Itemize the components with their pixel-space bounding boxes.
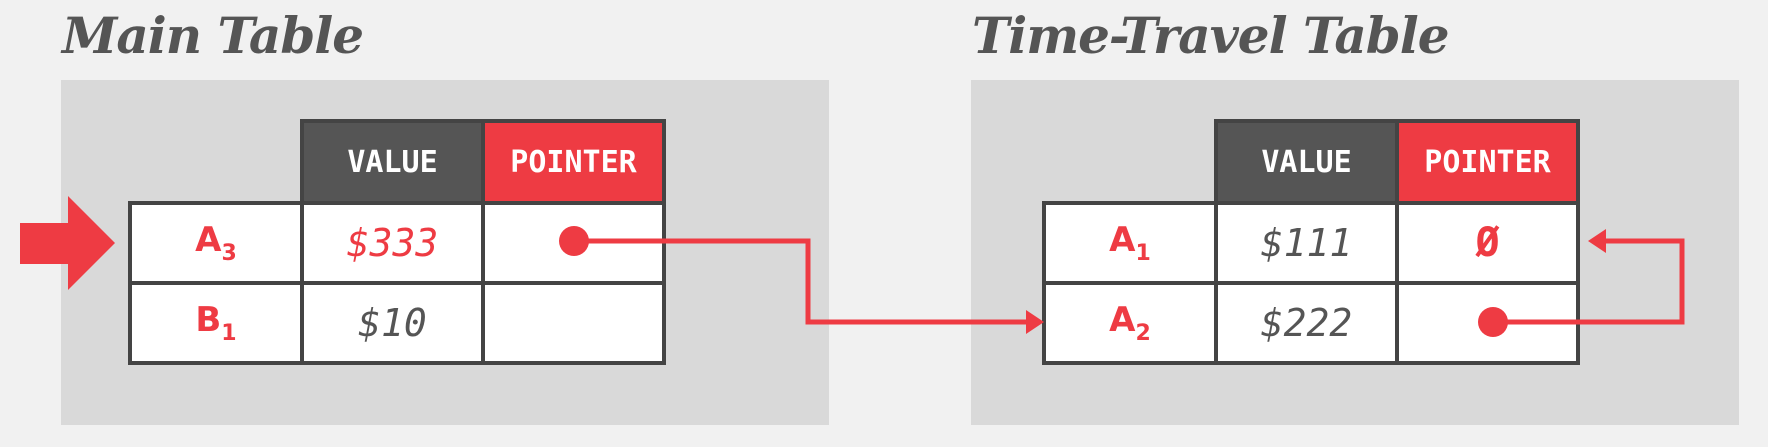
version-subscript: 1 bbox=[221, 321, 237, 346]
table-row: A2 $222 bbox=[1042, 281, 1580, 365]
table-row: B1 $10 bbox=[128, 281, 666, 365]
tuple-key: A3 bbox=[128, 201, 304, 285]
tuple-key: A1 bbox=[1042, 201, 1218, 285]
table-row: A3 $333 bbox=[128, 201, 666, 285]
version-subscript: 2 bbox=[1135, 321, 1151, 346]
value-column-header: VALUE bbox=[1214, 119, 1399, 205]
tuple-value: $333 bbox=[300, 201, 485, 285]
tuple-value: $10 bbox=[300, 281, 485, 365]
header-corner bbox=[1044, 121, 1216, 203]
tuple-pointer bbox=[481, 281, 666, 365]
time-travel-table: VALUE POINTER A1 $111 Ø A2 $222 bbox=[1042, 119, 1580, 365]
tuple-pointer bbox=[1395, 281, 1580, 365]
time-travel-header-row: VALUE POINTER bbox=[1044, 119, 1580, 205]
time-travel-table-title: Time-Travel Table bbox=[972, 6, 1450, 65]
main-table-header-row: VALUE POINTER bbox=[130, 119, 666, 205]
header-corner bbox=[130, 121, 302, 203]
value-column-header: VALUE bbox=[300, 119, 485, 205]
null-pointer: Ø bbox=[1395, 201, 1580, 285]
tuple-pointer bbox=[481, 201, 666, 285]
tuple-key: B1 bbox=[128, 281, 304, 365]
table-row: A1 $111 Ø bbox=[1042, 201, 1580, 285]
main-table: VALUE POINTER A3 $333 B1 $10 bbox=[128, 119, 666, 365]
tuple-key: A2 bbox=[1042, 281, 1218, 365]
tuple-value: $222 bbox=[1214, 281, 1399, 365]
tuple-value: $111 bbox=[1214, 201, 1399, 285]
pointer-column-header: POINTER bbox=[481, 119, 666, 205]
pointer-column-header: POINTER bbox=[1395, 119, 1580, 205]
version-subscript: 3 bbox=[221, 241, 237, 266]
main-table-title: Main Table bbox=[62, 6, 364, 65]
version-subscript: 1 bbox=[1135, 241, 1151, 266]
